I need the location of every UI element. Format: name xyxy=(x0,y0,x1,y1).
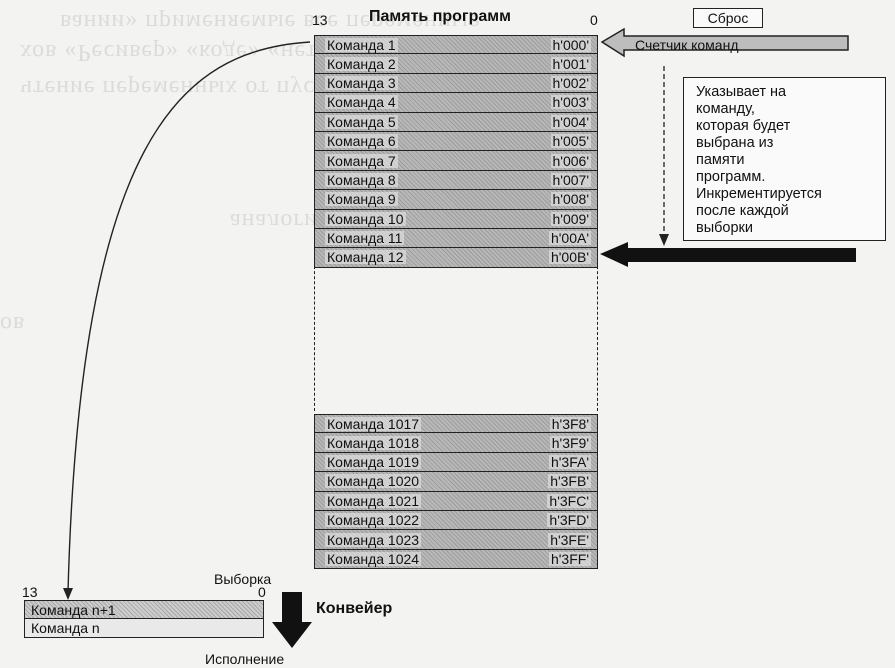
address-label: h'3F9' xyxy=(549,434,591,451)
memory-row: Команда 1017 h'3F8' xyxy=(314,414,598,434)
reset-box: Сброс xyxy=(693,8,763,28)
address-label: h'3FB' xyxy=(548,473,591,490)
memory-row: Команда 1024 h'3FF' xyxy=(314,549,598,570)
description-line: Инкрементируется xyxy=(696,186,822,202)
description-line: выборки xyxy=(696,220,754,236)
instruction-label: Команда 9 xyxy=(325,191,398,208)
memory-row: Команда 6 h'005' xyxy=(314,131,598,152)
description-line: программ. xyxy=(696,169,766,185)
bit-high-label: 13 xyxy=(312,12,328,28)
address-label: h'3F8' xyxy=(549,415,591,432)
description-line: после каждой xyxy=(696,203,789,219)
instruction-label: Команда 1017 xyxy=(325,415,422,432)
address-label: h'001' xyxy=(550,55,591,72)
pipeline-row-next: Команда n+1 xyxy=(24,600,264,619)
address-label: h'007' xyxy=(550,171,591,188)
program-memory-top: Команда 1 h'000' Команда 2 h'001' Команда 3 h… xyxy=(314,35,598,268)
memory-row: Команда 1 h'000' xyxy=(314,35,598,55)
description-line: памяти xyxy=(696,152,745,168)
instruction-label: Команда 1022 xyxy=(325,512,422,529)
instruction-label: Команда 1020 xyxy=(325,473,422,490)
instruction-label: Команда 3 xyxy=(325,74,398,91)
address-label: h'3FA' xyxy=(548,453,591,470)
instruction-label: Команда 1 xyxy=(325,36,398,53)
description-line: команду, xyxy=(696,101,755,117)
memory-row: Команда 1023 h'3FE' xyxy=(314,530,598,550)
program-counter-arrow xyxy=(600,28,849,58)
address-label: h'002' xyxy=(550,74,591,91)
instruction-label: Команда 11 xyxy=(325,230,405,247)
instruction-label: Команда 4 xyxy=(325,94,398,111)
description-line: которая будет xyxy=(696,118,791,134)
instruction-label: Команда 12 xyxy=(325,249,406,266)
pipeline-bit-low: 0 xyxy=(258,584,266,600)
memory-row: Команда 11 h'00A' xyxy=(314,228,598,249)
instruction-label: Команда 5 xyxy=(325,113,398,130)
instruction-label: Команда 1018 xyxy=(325,434,422,451)
memory-row: Команда 12 h'00B' xyxy=(314,248,598,268)
address-label: h'008' xyxy=(550,191,591,208)
instruction-label: Команда 8 xyxy=(325,171,398,188)
instruction-label: Команда 6 xyxy=(325,133,398,150)
bit-low-label: 0 xyxy=(590,12,598,28)
memory-row: Команда 4 h'003' xyxy=(314,93,598,113)
address-label: h'00A' xyxy=(548,230,591,247)
memory-gap xyxy=(314,261,598,411)
description-line: выбрана из xyxy=(696,135,774,151)
instruction-label: Команда 1021 xyxy=(325,492,422,509)
instruction-label: Команда 7 xyxy=(325,152,398,169)
instruction-label: Команда 2 xyxy=(325,55,398,72)
memory-row: Команда 5 h'004' xyxy=(314,112,598,132)
address-label: h'3FD' xyxy=(547,512,591,529)
description-line: Указывает на xyxy=(696,84,787,100)
memory-row: Команда 1021 h'3FC' xyxy=(314,491,598,511)
memory-row: Команда 9 h'008' xyxy=(314,190,598,210)
diagram-title: Память программ xyxy=(369,8,511,25)
memory-row: Команда 1022 h'3FD' xyxy=(314,510,598,531)
address-label: h'005' xyxy=(550,133,591,150)
address-label: h'004' xyxy=(550,113,591,130)
address-label: h'3FF' xyxy=(548,550,591,567)
pipeline-row-current: Команда n xyxy=(24,619,264,638)
conveyor-label: Конвейер xyxy=(316,600,393,617)
pipeline-bit-high: 13 xyxy=(22,584,38,600)
address-label: h'006' xyxy=(550,152,591,169)
memory-row: Команда 1019 h'3FA' xyxy=(314,452,598,473)
fetch-label: Выборка xyxy=(214,571,272,587)
instruction-label: Команда 10 xyxy=(325,210,406,227)
memory-row: Команда 7 h'006' xyxy=(314,151,598,171)
memory-row: Команда 3 h'002' xyxy=(314,73,598,94)
address-label: h'009' xyxy=(550,210,591,227)
instruction-label: Команда 1024 xyxy=(325,550,422,567)
address-label: h'000' xyxy=(550,36,591,53)
instruction-label: Команда 1023 xyxy=(325,531,422,548)
pipeline-register: Команда n+1 Команда n xyxy=(24,600,264,638)
execute-label: Исполнение xyxy=(205,651,285,667)
memory-row: Команда 1020 h'3FB' xyxy=(314,472,598,492)
program-counter-label: Счетчик команд xyxy=(635,37,739,53)
address-label: h'00B' xyxy=(548,249,591,266)
memory-row: Команда 10 h'009' xyxy=(314,209,598,229)
memory-row: Команда 1018 h'3F9' xyxy=(314,433,598,453)
address-label: h'3FE' xyxy=(548,531,591,548)
address-label: h'3FC' xyxy=(547,492,591,509)
address-label: h'003' xyxy=(550,94,591,111)
memory-row: Команда 8 h'007' xyxy=(314,170,598,191)
memory-row: Команда 2 h'001' xyxy=(314,54,598,74)
instruction-label: Команда 1019 xyxy=(325,453,422,470)
